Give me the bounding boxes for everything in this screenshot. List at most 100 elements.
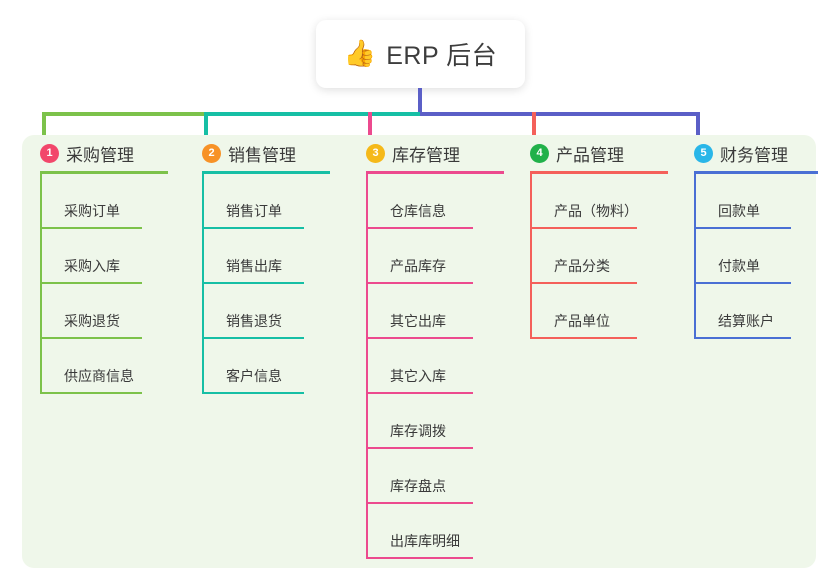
column-items: 采购订单采购入库采购退货供应商信息 — [40, 174, 172, 394]
list-item[interactable]: 采购入库 — [40, 229, 172, 284]
column-header-1[interactable]: 1 采购管理 — [22, 135, 172, 171]
column-number-badge: 1 — [40, 143, 59, 163]
list-item-underline — [366, 447, 473, 449]
list-item-label: 销售订单 — [226, 203, 282, 219]
column-underline — [40, 171, 168, 174]
connector-drop-2 — [204, 112, 208, 154]
list-item-label: 回款单 — [718, 203, 760, 219]
list-item[interactable]: 回款单 — [694, 174, 816, 229]
list-item[interactable]: 销售订单 — [202, 174, 334, 229]
page-title: ERP 后台 — [386, 42, 498, 70]
column-underline — [530, 171, 668, 174]
list-item[interactable]: 销售退货 — [202, 284, 334, 339]
list-item-underline — [40, 337, 142, 339]
list-item-underline — [202, 227, 304, 229]
column-underline — [202, 171, 330, 174]
list-item-label: 库存调拨 — [390, 423, 446, 439]
column-number-badge: 3 — [366, 143, 385, 163]
list-item-label: 付款单 — [718, 258, 760, 274]
list-item-underline — [366, 392, 473, 394]
list-item[interactable]: 产品分类 — [530, 229, 672, 284]
list-item-label: 其它入库 — [390, 368, 446, 384]
list-item[interactable]: 仓库信息 — [366, 174, 508, 229]
connector-segment-3 — [420, 112, 700, 116]
list-item[interactable]: 其它出库 — [366, 284, 508, 339]
root-node-card[interactable]: 👍 ERP 后台 — [316, 20, 525, 88]
list-item-label: 出库库明细 — [390, 533, 460, 549]
list-item-label: 结算账户 — [718, 313, 774, 329]
list-item-label: 销售退货 — [226, 313, 282, 329]
list-item[interactable]: 其它入库 — [366, 339, 508, 394]
list-item-label: 其它出库 — [390, 313, 446, 329]
column-spine — [202, 174, 204, 394]
list-item[interactable]: 销售出库 — [202, 229, 334, 284]
column-underline — [694, 171, 818, 174]
list-item-label: 客户信息 — [226, 368, 282, 384]
column-spine — [40, 174, 42, 394]
column-underline — [366, 171, 504, 174]
list-item-underline — [694, 337, 791, 339]
list-item-underline — [202, 282, 304, 284]
column-3: 3 库存管理仓库信息产品库存其它出库其它入库库存调拨库存盘点出库库明细 — [348, 135, 508, 559]
list-item-underline — [366, 337, 473, 339]
list-item[interactable]: 付款单 — [694, 229, 816, 284]
column-title: 产品管理 — [556, 145, 624, 165]
list-item[interactable]: 采购退货 — [40, 284, 172, 339]
column-title: 采购管理 — [66, 145, 134, 165]
list-item-label: 采购订单 — [64, 203, 120, 219]
list-item-label: 仓库信息 — [390, 203, 446, 219]
list-item[interactable]: 库存盘点 — [366, 449, 508, 504]
list-item-underline — [366, 282, 473, 284]
list-item[interactable]: 采购订单 — [40, 174, 172, 229]
column-spine — [366, 174, 368, 559]
column-items: 产品（物料） 产品分类产品单位 — [530, 174, 672, 339]
list-item[interactable]: 产品库存 — [366, 229, 508, 284]
connector-drop-4 — [532, 112, 536, 154]
column-spine — [694, 174, 696, 339]
column-items: 销售订单销售出库销售退货客户信息 — [202, 174, 334, 394]
connector-segment-2 — [204, 112, 420, 116]
list-item-underline — [202, 337, 304, 339]
list-item[interactable]: 出库库明细 — [366, 504, 508, 559]
list-item[interactable]: 供应商信息 — [40, 339, 172, 394]
column-title: 库存管理 — [392, 145, 460, 165]
list-item-label: 采购入库 — [64, 258, 120, 274]
column-number-badge: 2 — [202, 143, 221, 163]
list-item-label: 产品分类 — [554, 258, 610, 274]
connector-drop-3 — [368, 112, 372, 154]
column-items: 回款单付款单结算账户 — [694, 174, 816, 339]
list-item[interactable]: 产品单位 — [530, 284, 672, 339]
column-number-badge: 4 — [530, 143, 549, 163]
list-item[interactable]: 库存调拨 — [366, 394, 508, 449]
list-item-underline — [40, 392, 142, 394]
list-item-underline — [366, 557, 473, 559]
list-item-underline — [366, 227, 473, 229]
list-item-underline — [40, 282, 142, 284]
column-header-3[interactable]: 3 库存管理 — [348, 135, 508, 171]
list-item-underline — [40, 227, 142, 229]
list-item-label: 供应商信息 — [64, 368, 134, 384]
list-item-underline — [530, 337, 637, 339]
list-item-underline — [366, 502, 473, 504]
column-spine — [530, 174, 532, 339]
list-item-underline — [530, 227, 637, 229]
column-header-4[interactable]: 4 产品管理 — [512, 135, 672, 171]
list-item-label: 销售出库 — [226, 258, 282, 274]
column-items: 仓库信息产品库存其它出库其它入库库存调拨库存盘点出库库明细 — [366, 174, 508, 559]
column-1: 1 采购管理采购订单采购入库采购退货供应商信息 — [22, 135, 172, 394]
column-title: 财务管理 — [720, 145, 788, 165]
list-item[interactable]: 产品（物料） — [530, 174, 672, 229]
list-item-underline — [530, 282, 637, 284]
column-4: 4 产品管理产品（物料） 产品分类产品单位 — [512, 135, 672, 339]
list-item[interactable]: 客户信息 — [202, 339, 334, 394]
connector-drop-1 — [42, 112, 46, 154]
list-item-underline — [694, 227, 791, 229]
list-item-underline — [202, 392, 304, 394]
list-item[interactable]: 结算账户 — [694, 284, 816, 339]
connector-drop-5 — [696, 112, 700, 154]
